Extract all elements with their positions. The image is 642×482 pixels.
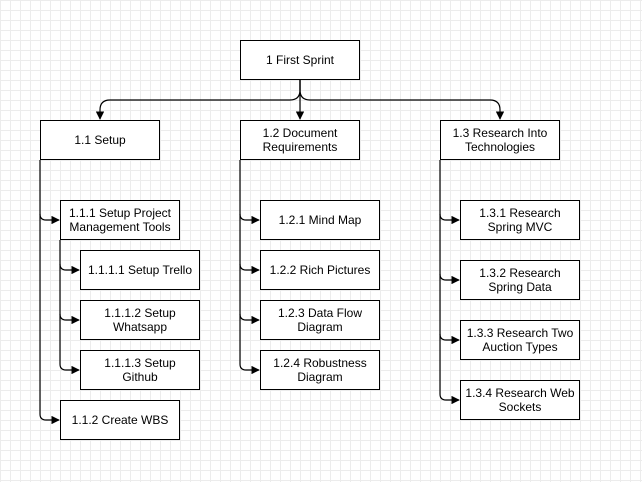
node-research-spring-mvc[interactable]: 1.3.1 Research Spring MVC [460,200,580,240]
edge-research-to-spring-mvc [439,160,460,225]
node-setup-trello[interactable]: 1.1.1.1 Setup Trello [80,250,200,290]
edge-research-to-spring-data [439,214,460,285]
node-data-flow-diagram[interactable]: 1.2.3 Data Flow Diagram [260,300,380,340]
node-research-web-sockets[interactable]: 1.3.4 Research Web Sockets [460,380,580,420]
edge-docreq-to-rich-pictures [239,214,260,275]
edge-docreq-to-data-flow [239,264,260,325]
edge-pm-tools-to-trello [59,240,80,275]
node-robustness-diagram[interactable]: 1.2.4 Robustness Diagram [260,350,380,390]
node-setup-github[interactable]: 1.1.1.3 Setup Github [80,350,200,390]
node-setup-whatsapp[interactable]: 1.1.1.2 Setup Whatsapp [80,300,200,340]
edge-setup-to-create-wbs [39,214,60,425]
node-first-sprint[interactable]: 1 First Sprint [240,40,360,80]
node-rich-pictures[interactable]: 1.2.2 Rich Pictures [260,250,380,290]
node-research-into-technologies[interactable]: 1.3 Research Into Technologies [440,120,560,160]
edge-setup-to-pm-tools [39,160,60,225]
edge-docreq-to-robustness [239,314,260,375]
node-setup-pm-tools[interactable]: 1.1.1 Setup Project Management Tools [60,200,180,240]
edge-pm-tools-to-github [59,314,80,375]
edge-docreq-to-mind-map [239,160,260,225]
node-document-requirements[interactable]: 1.2 Document Requirements [240,120,360,160]
edge-root-to-setup [95,80,301,120]
node-research-auction-types[interactable]: 1.3.3 Research Two Auction Types [460,320,580,360]
edge-pm-tools-to-whatsapp [59,264,80,325]
edge-research-to-auction-types [439,274,460,345]
node-research-spring-data[interactable]: 1.3.2 Research Spring Data [460,260,580,300]
node-create-wbs[interactable]: 1.1.2 Create WBS [60,400,180,440]
node-mind-map[interactable]: 1.2.1 Mind Map [260,200,380,240]
edge-root-to-research [299,80,505,120]
node-setup[interactable]: 1.1 Setup [40,120,160,160]
edge-research-to-web-sockets [439,334,460,405]
